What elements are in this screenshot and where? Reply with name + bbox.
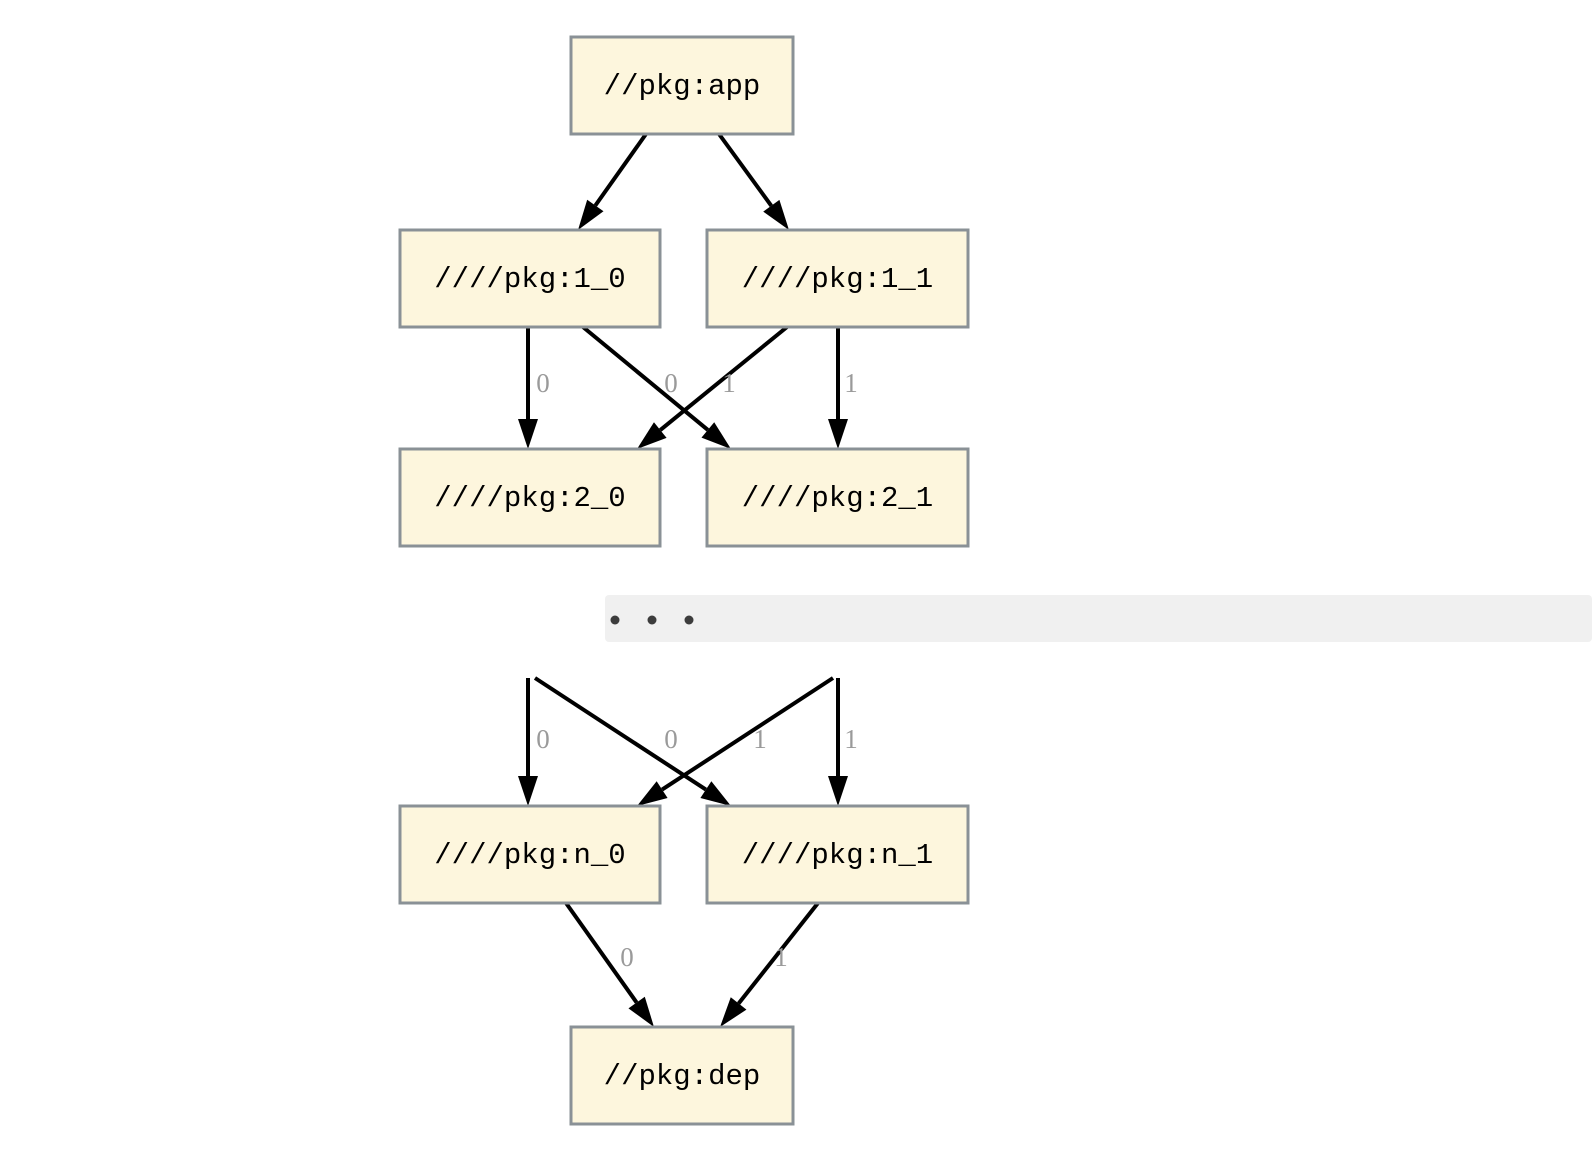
edge-line	[593, 132, 648, 207]
edge-arrowhead	[720, 997, 747, 1027]
edge-arrowhead	[628, 996, 654, 1027]
edge-line	[737, 901, 820, 1005]
ellipsis-band-layer	[605, 595, 1592, 642]
edge-label: 0	[664, 368, 678, 398]
node-label: ////pkg:n_0	[434, 839, 625, 872]
edge-arrowhead	[828, 419, 848, 449]
graph-edge: 0	[518, 678, 550, 806]
edge-line	[533, 676, 707, 792]
ellipsis-dot	[610, 615, 620, 625]
graph-node-n2_0[interactable]: ////pkg:2_0	[398, 447, 662, 548]
graph-node-n1_0[interactable]: ////pkg:1_0	[398, 228, 662, 329]
node-box[interactable]	[398, 447, 662, 548]
edge-line	[717, 132, 773, 207]
node-box[interactable]	[569, 35, 795, 136]
node-box[interactable]	[569, 1025, 795, 1126]
edge-arrowhead	[518, 776, 538, 806]
edge-line	[661, 676, 835, 792]
node-box[interactable]	[398, 228, 662, 329]
ellipsis-dot	[684, 615, 694, 625]
edge-label: 1	[774, 942, 788, 972]
node-box[interactable]	[398, 804, 662, 905]
graph-node-nn_0[interactable]: ////pkg:n_0	[398, 804, 662, 905]
graph-node-app[interactable]: //pkg:app	[569, 35, 795, 136]
graph-edge: 0	[581, 325, 731, 449]
graph-node-n2_1[interactable]: ////pkg:2_1	[705, 447, 970, 548]
graph-node-nn_1[interactable]: ////pkg:n_1	[705, 804, 970, 905]
graph-edge: 1	[720, 901, 820, 1027]
edge-line	[564, 901, 639, 1004]
node-layer: //pkg:app ////pkg:1_0 ////pkg:1_1 ////pkg:2…	[398, 35, 970, 1126]
graph-edge	[717, 132, 789, 230]
edge-arrowhead	[637, 422, 667, 449]
node-box[interactable]	[705, 228, 970, 329]
graph-edge: 0	[518, 327, 550, 449]
graph-edge	[578, 132, 648, 230]
edge-line	[659, 325, 789, 432]
edge-label: 1	[844, 724, 858, 754]
graph-node-n1_1[interactable]: ////pkg:1_1	[705, 228, 970, 329]
edge-layer: 0 0 1 1 0 0 1 1 0 1	[518, 132, 858, 1027]
edge-label: 1	[753, 724, 767, 754]
graph-node-dep[interactable]: //pkg:dep	[569, 1025, 795, 1126]
edge-arrowhead	[763, 199, 789, 230]
node-label: ////pkg:1_0	[434, 263, 625, 296]
graph-edge: 0	[533, 676, 731, 806]
edge-label: 0	[664, 724, 678, 754]
graph-edge: 1	[637, 676, 835, 806]
edge-arrowhead	[518, 419, 538, 449]
node-box[interactable]	[705, 447, 970, 548]
ellipsis-band	[605, 595, 1592, 642]
edge-arrowhead	[828, 776, 848, 806]
graph-edge: 1	[828, 327, 858, 449]
node-label: ////pkg:n_1	[742, 839, 933, 872]
edge-label: 0	[536, 724, 550, 754]
node-label: //pkg:dep	[604, 1060, 761, 1093]
edge-label: 0	[620, 942, 634, 972]
edge-line	[581, 325, 710, 432]
node-label: ////pkg:1_1	[742, 263, 933, 296]
node-label: //pkg:app	[604, 70, 761, 103]
edge-arrowhead	[700, 781, 731, 806]
graph-edge: 1	[828, 678, 858, 806]
node-label: ////pkg:2_1	[742, 482, 933, 515]
graph-edge: 1	[637, 325, 789, 449]
graph-edge: 0	[564, 901, 654, 1027]
node-label: ////pkg:2_0	[434, 482, 625, 515]
edge-arrowhead	[637, 781, 668, 806]
edge-label: 0	[536, 368, 550, 398]
node-box[interactable]	[705, 804, 970, 905]
edge-arrowhead	[578, 199, 604, 230]
edge-label: 1	[722, 368, 736, 398]
edge-arrowhead	[701, 422, 731, 449]
ellipsis-dot	[647, 615, 657, 625]
edge-label: 1	[844, 368, 858, 398]
